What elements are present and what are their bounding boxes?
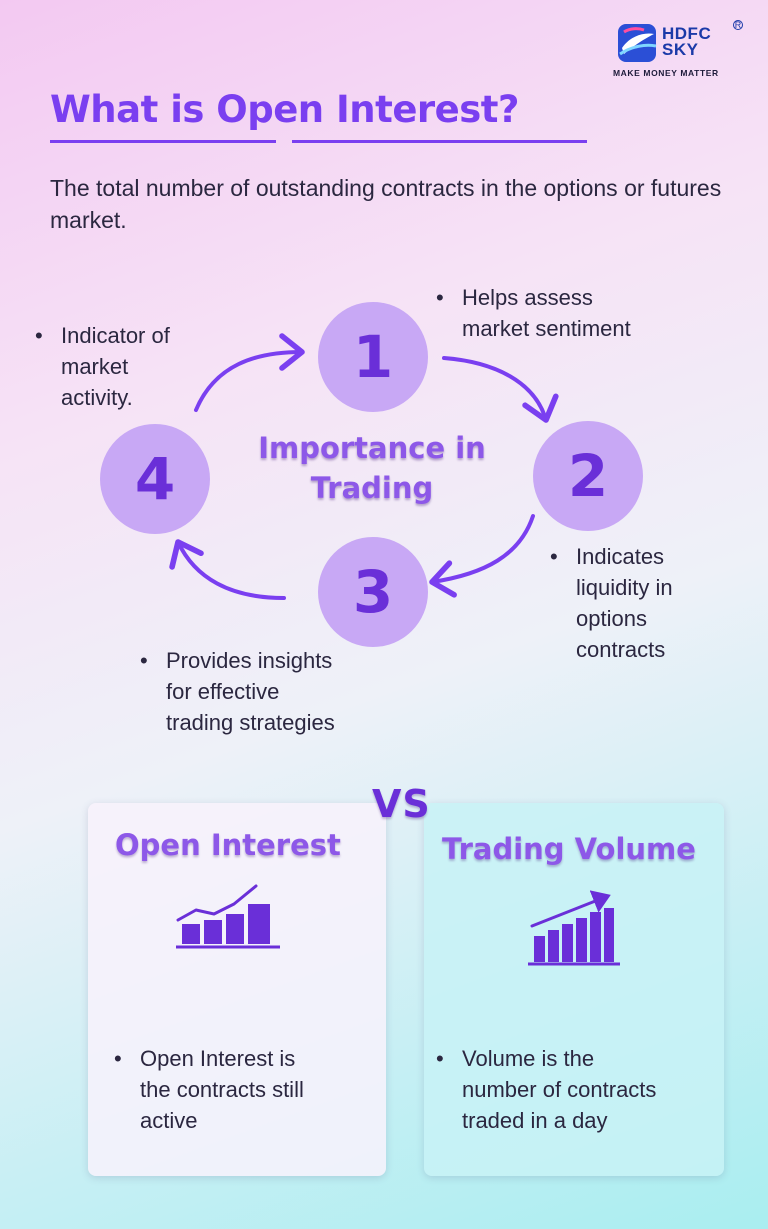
step-3-line2: for effective — [166, 679, 280, 704]
arrow-2-to-3 — [429, 514, 535, 598]
vs-label: VS — [372, 782, 431, 826]
step-3-line3: trading strategies — [166, 710, 335, 735]
open-interest-title: Open Interest — [115, 828, 341, 862]
bullet-dot: • — [436, 1046, 444, 1071]
bar-chart-growth-icon — [528, 890, 620, 966]
step-4-text: • Indicator of market activity. — [35, 320, 170, 413]
open-interest-line3: active — [140, 1108, 198, 1133]
arrow-3-to-4 — [169, 539, 286, 600]
open-interest-card — [88, 803, 386, 1176]
step-2-text: • Indicates liquidity in options contrac… — [550, 541, 673, 665]
definition-text: The total number of outstanding contract… — [50, 175, 722, 233]
brand-name-line1: HDFC — [662, 24, 712, 43]
step-2-line3: options — [576, 606, 647, 631]
trading-volume-line2: number of contracts — [462, 1077, 657, 1102]
arrow-1-to-2 — [442, 356, 559, 423]
page-title: What is Open Interest? — [50, 88, 519, 131]
brand-name: HDFC SKY — [662, 24, 712, 59]
brand-tagline: MAKE MONEY MATTER — [613, 68, 719, 78]
trading-volume-title: Trading Volume — [442, 832, 696, 866]
step-3-circle: 3 — [318, 537, 428, 647]
open-interest-line1: Open Interest is — [140, 1046, 296, 1071]
hdfc-sky-logo-icon — [618, 24, 657, 62]
open-interest-line2: the contracts still — [140, 1077, 304, 1102]
open-interest-text: • Open Interest is the contracts still a… — [114, 1043, 304, 1136]
bullet-dot: • — [35, 323, 43, 348]
brand-name-line2: SKY — [662, 40, 699, 59]
trading-volume-text: • Volume is the number of contracts trad… — [436, 1043, 657, 1136]
step-2-line4: contracts — [576, 637, 666, 662]
step-4-circle: 4 — [100, 424, 210, 534]
bullet-dot: • — [140, 648, 148, 673]
step-4-line3: activity. — [61, 385, 133, 410]
center-label-line2: Trading — [310, 471, 434, 505]
trading-volume-card — [424, 803, 724, 1176]
step-1-circle: 1 — [318, 302, 428, 412]
registered-mark-icon: R — [733, 20, 743, 30]
title-underline-right — [292, 140, 587, 143]
title-underline-left — [50, 140, 276, 143]
step-4-line2: market — [61, 354, 129, 379]
bullet-dot: • — [436, 285, 444, 310]
brand-logo: HDFC SKY R MAKE MONEY MATTER — [612, 20, 743, 82]
step-4-line1: Indicator of — [61, 323, 170, 348]
step-1-text: • Helps assess market sentiment — [436, 282, 631, 344]
step-2-circle: 2 — [533, 421, 643, 531]
arrow-4-to-1 — [194, 333, 305, 412]
step-2-line1: Indicates — [576, 544, 665, 569]
trading-volume-line3: traded in a day — [462, 1108, 608, 1133]
step-1-line2: market sentiment — [462, 316, 631, 341]
center-label-line1: Importance in — [258, 431, 486, 465]
step-3-text: • Provides insights for effective tradin… — [140, 645, 335, 738]
cycle-arrows — [169, 333, 559, 600]
bullet-dot: • — [550, 544, 558, 569]
bullet-dot: • — [114, 1046, 122, 1071]
cycle-center-label: Importance in Trading — [238, 428, 506, 508]
step-1-line1: Helps assess — [462, 285, 593, 310]
bar-chart-trend-icon — [176, 884, 280, 949]
step-2-line2: liquidity in — [576, 575, 673, 600]
trading-volume-line1: Volume is the — [462, 1046, 595, 1071]
step-3-line1: Provides insights — [166, 648, 333, 673]
